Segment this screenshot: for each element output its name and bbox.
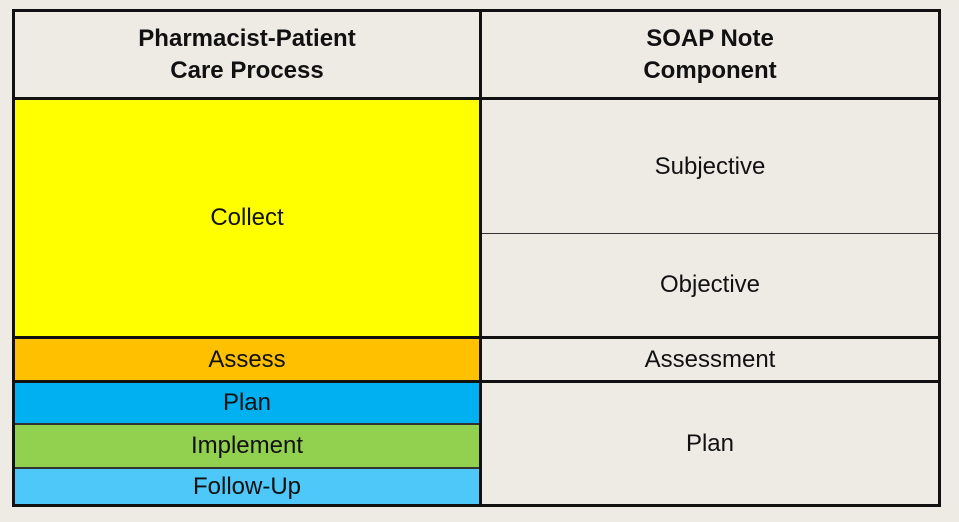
row-divider-plan-implement (15, 423, 479, 425)
cell-objective: Objective (482, 234, 938, 336)
cell-subjective: Subjective (482, 100, 938, 233)
row-divider-assess-plan (15, 380, 938, 383)
cell-subjective-label: Subjective (654, 152, 766, 180)
header-right-line2: Component (643, 56, 777, 84)
cell-plan: Plan (15, 383, 479, 423)
cell-follow-up-label: Follow-Up (192, 472, 302, 500)
row-divider-subjective-objective (482, 233, 938, 234)
cell-implement: Implement (15, 425, 479, 467)
cell-follow-up: Follow-Up (15, 469, 479, 504)
process-mapping-table: Pharmacist-Patient Care Process SOAP Not… (12, 9, 941, 507)
cell-collect: Collect (15, 100, 479, 336)
header-right-line1: SOAP Note (646, 24, 774, 52)
cell-assess: Assess (15, 339, 479, 380)
cell-soap-plan-label: Plan (685, 429, 735, 457)
header-left-line2: Care Process (170, 56, 324, 84)
header-left-line1: Pharmacist-Patient (138, 24, 356, 52)
cell-objective-label: Objective (659, 271, 761, 298)
cell-assessment: Assessment (482, 339, 938, 380)
cell-implement-label: Implement (190, 432, 304, 459)
cell-collect-label: Collect (210, 204, 284, 231)
column-divider (479, 12, 482, 504)
cell-assess-label: Assess (208, 345, 286, 373)
row-divider-implement-follow-up (15, 467, 479, 469)
cell-soap-plan: Plan (482, 383, 938, 504)
header-pharmacist-patient-care-process: Pharmacist-Patient Care Process (15, 12, 479, 97)
header-divider (15, 97, 938, 100)
row-divider-collect-assess (15, 336, 938, 339)
header-soap-note-component: SOAP Note Component (482, 12, 938, 97)
cell-plan-label: Plan (222, 389, 272, 416)
cell-assessment-label: Assessment (644, 345, 776, 373)
